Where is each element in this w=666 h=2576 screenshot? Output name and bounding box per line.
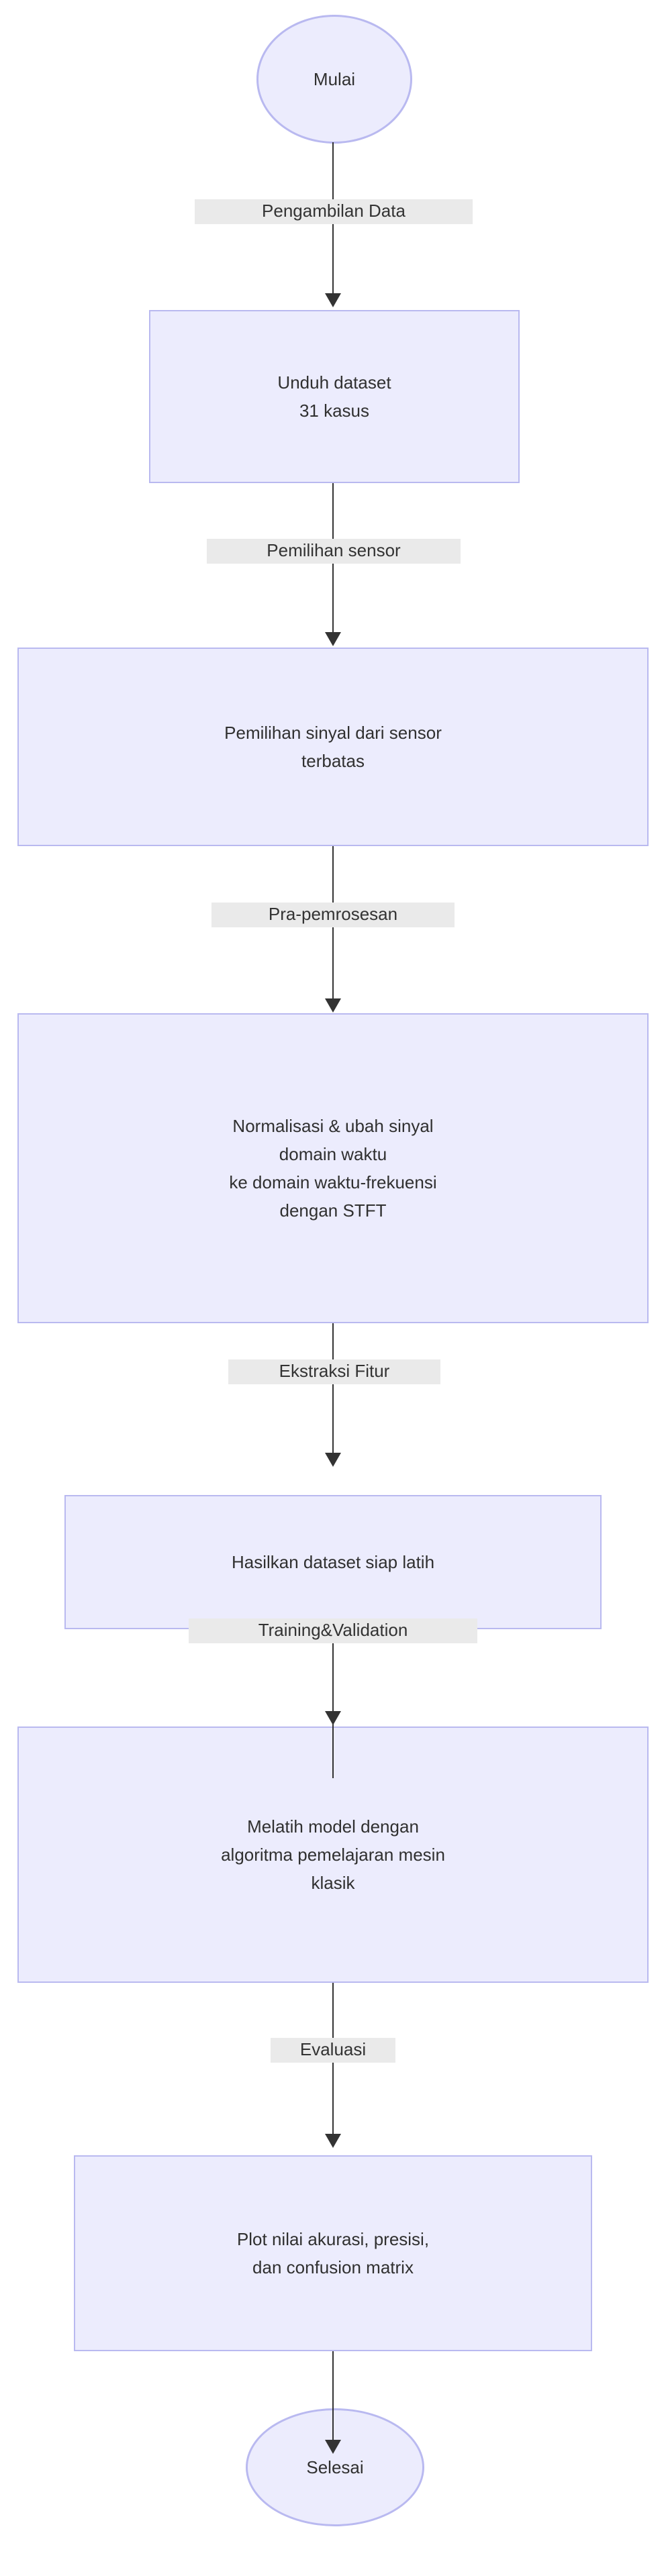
arrowhead-start-download xyxy=(325,293,341,307)
connector-dataset-train xyxy=(332,1629,334,1778)
edge-label-pemilihan-sensor: Pemilihan sensor xyxy=(207,539,461,564)
node-start[interactable]: Mulai xyxy=(256,15,412,144)
node-preprocess-stft[interactable]: Normalisasi & ubah sinyal domain waktu k… xyxy=(17,1013,649,1323)
node-end-label: Selesai xyxy=(306,2457,364,2477)
arrowhead-plot-end xyxy=(325,2440,341,2454)
edge-label-evaluasi: Evaluasi xyxy=(271,2038,395,2063)
node-train-model-label: Melatih model dengan algoritma pemelajar… xyxy=(221,1816,445,1894)
arrowhead-dataset-train xyxy=(325,1711,341,1725)
edge-label-pra-pemrosesan: Pra-pemrosesan xyxy=(211,903,455,927)
node-ready-dataset-label: Hasilkan dataset siap latih xyxy=(231,1551,435,1572)
node-plot-metrics-label: Plot nilai akurasi, presisi, dan confusi… xyxy=(236,2228,430,2277)
arrowhead-select-preprocess xyxy=(325,998,341,1013)
node-select-signal-label: Pemilihan sinyal dari sensor terbatas xyxy=(224,722,442,771)
node-ready-dataset[interactable]: Hasilkan dataset siap latih xyxy=(64,1495,602,1629)
edge-label-pengambilan-data: Pengambilan Data xyxy=(195,199,473,224)
connector-plot-end xyxy=(332,2351,334,2440)
node-select-signal[interactable]: Pemilihan sinyal dari sensor terbatas xyxy=(17,648,649,846)
node-download-dataset[interactable]: Unduh dataset 31 kasus xyxy=(149,310,520,483)
arrowhead-train-plot xyxy=(325,2134,341,2148)
node-end[interactable]: Selesai xyxy=(246,2408,424,2526)
arrowhead-download-select xyxy=(325,632,341,646)
node-download-dataset-label: Unduh dataset 31 kasus xyxy=(277,372,391,421)
edge-label-ekstraksi-fitur: Ekstraksi Fitur xyxy=(228,1359,440,1384)
edge-label-training-validation: Training&Validation xyxy=(189,1618,477,1643)
node-plot-metrics[interactable]: Plot nilai akurasi, presisi, dan confusi… xyxy=(74,2155,592,2351)
connector-preprocess-dataset xyxy=(332,1323,334,1453)
node-preprocess-stft-label: Normalisasi & ubah sinyal domain waktu k… xyxy=(229,1115,437,1221)
node-start-label: Mulai xyxy=(313,68,356,89)
arrowhead-preprocess-dataset xyxy=(325,1453,341,1467)
